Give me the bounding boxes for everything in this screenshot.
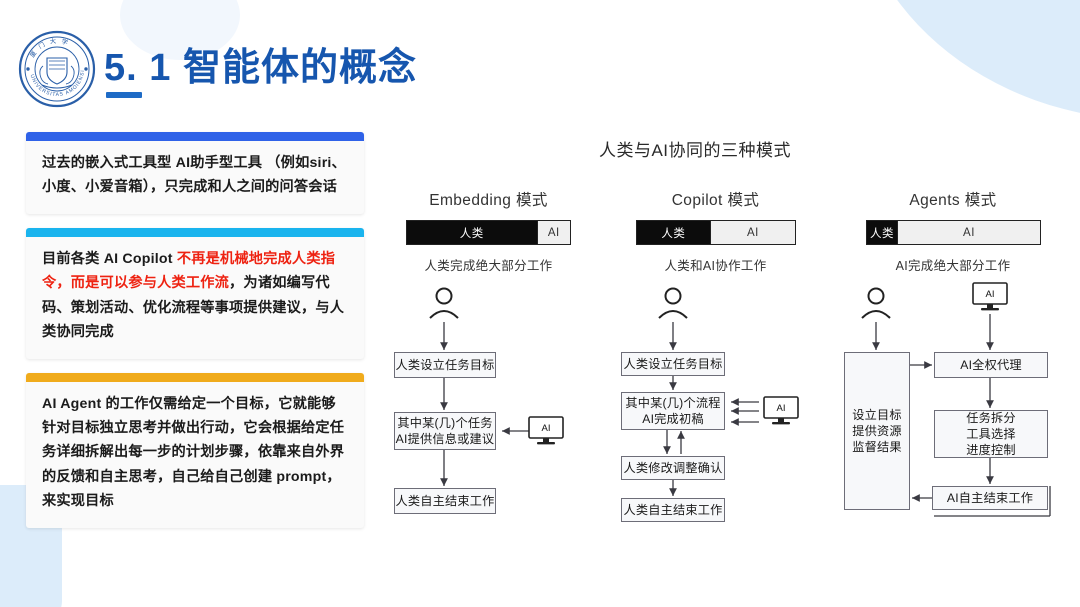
flow-box: 人类自主结束工作 — [394, 488, 496, 514]
ai-monitor-icon: AI — [972, 282, 1008, 318]
proportion-bar: 人类 AI — [865, 220, 1041, 245]
flow-box-label: 人类设立任务目标 — [623, 356, 723, 371]
body-text: 过去的嵌入式工具型 AI助手型工具 （例如siri、小度、小爱音箱），只完成和人… — [42, 155, 346, 196]
card-text: AI Agent 的工作仅需给定一个目标，它就能够针对目标独立思考并做出行动，它… — [42, 392, 348, 514]
university-seal-icon: 厦 门 大 学 UNIVERSITAS AMOIENSIS — [18, 30, 96, 108]
proportion-bar: 人类 AI — [406, 220, 571, 245]
column-subtitle: 人类和AI协作工作 — [664, 259, 767, 273]
info-card: AI Agent 的工作仅需给定一个目标，它就能够针对目标独立思考并做出行动，它… — [26, 372, 364, 528]
page-title: 5. 1 智能体的概念 — [104, 47, 417, 89]
ai-monitor-icon: AI — [763, 396, 799, 432]
flow-box-label: 其中某(几)个任务 AI提供信息或建议 — [395, 415, 495, 446]
svg-text:AI: AI — [542, 423, 551, 434]
flow-box-label: AI自主结束工作 — [946, 490, 1034, 505]
flow-connectors — [658, 287, 759, 496]
card-text: 过去的嵌入式工具型 AI助手型工具 （例如siri、小度、小爱音箱），只完成和人… — [42, 151, 348, 200]
body-text: 目前各类 AI Copilot — [42, 250, 177, 267]
title-underline — [106, 92, 142, 98]
bar-segment-ai: AI — [710, 221, 795, 244]
svg-text:AI: AI — [986, 289, 995, 300]
flow-box: 其中某(几)个流程 AI完成初稿 — [621, 392, 725, 430]
svg-text:AI: AI — [777, 403, 786, 414]
person-icon — [861, 287, 891, 319]
column-heading: Copilot 模式 — [671, 192, 760, 209]
card-accent-bar — [26, 132, 364, 141]
left-text-panel: 过去的嵌入式工具型 AI助手型工具 （例如siri、小度、小爱音箱），只完成和人… — [26, 132, 364, 542]
ai-monitor-icon: AI — [528, 416, 564, 452]
bar-segment-ai: AI — [897, 221, 1040, 244]
bar-segment-ai: AI — [536, 221, 570, 244]
flow-canvas: 人类设立任务目标其中某(几)个任务 AI提供信息或建议 AI 人类自主结束工作 — [386, 280, 591, 550]
info-card: 过去的嵌入式工具型 AI助手型工具 （例如siri、小度、小爱音箱），只完成和人… — [26, 132, 364, 214]
body-text: AI Agent 的工作仅需给定一个目标，它就能够针对目标独立思考并做出行动，它… — [42, 395, 345, 510]
card-accent-bar — [26, 227, 364, 237]
bar-segment-human: 人类 — [866, 221, 898, 244]
bar-segment-human: 人类 — [407, 221, 537, 244]
diagram-title: 人类与AI协同的三种模式 — [598, 141, 792, 160]
flow-box: 设立目标 提供资源 监督结果 — [844, 352, 910, 510]
diagram-column-embedding: Embedding 模式 人类 AI 人类完成绝大部分工作 人类设立任务目标其中… — [386, 188, 591, 550]
flow-box: 人类修改调整确认 — [621, 456, 725, 480]
flow-box: 任务拆分 工具选择 进度控制 — [934, 410, 1048, 458]
highlighted-text: 不再是机械地完成人类指令，而是可以参与人类工作流 — [42, 250, 336, 292]
flow-box: AI全权代理 — [934, 352, 1048, 378]
flow-box-label: 其中某(几)个流程 AI完成初稿 — [625, 395, 721, 426]
card-accent-bar — [26, 372, 364, 382]
column-heading: Embedding 模式 — [429, 192, 548, 209]
column-subtitle: AI完成绝大部分工作 — [895, 259, 1011, 273]
flow-box: 人类设立任务目标 — [394, 352, 496, 378]
flow-box-label: 人类自主结束工作 — [623, 502, 723, 517]
diagram-column-copilot: Copilot 模式 人类 AI 人类和AI协作工作 人类设立任务目标其中某(几… — [613, 188, 818, 550]
proportion-bar: 人类 AI — [635, 220, 796, 245]
body-text: ，为诸如编写代码、策划活动、优化流程等事项提供建议，与人类协同完成 — [42, 275, 345, 341]
column-subtitle: 人类完成绝大部分工作 — [424, 259, 553, 273]
person-icon — [429, 287, 459, 319]
flow-box: 人类自主结束工作 — [621, 498, 725, 522]
flow-box-label: 任务拆分 工具选择 进度控制 — [966, 410, 1016, 458]
diagram-column-agents: Agents 模式 人类 AI AI完成绝大部分工作 AI 设立目标 提供资源 监… — [838, 188, 1068, 550]
flow-box-label: 人类修改调整确认 — [623, 460, 723, 475]
flow-canvas: AI 设立目标 提供资源 监督结果 AI全权代理任务拆分 工具选择 进度控制 AI自主… — [838, 280, 1068, 550]
diagram-panel: 人类与AI协同的三种模式 Embedding 模式 人类 AI 人类完成绝大部分… — [370, 128, 1080, 598]
flow-box: 其中某(几)个任务 AI提供信息或建议 — [394, 412, 496, 450]
flow-box-label: 人类设立任务目标 — [395, 357, 495, 372]
flow-box-label: AI全权代理 — [960, 357, 1022, 372]
flow-box: AI自主结束工作 — [932, 486, 1048, 510]
flow-box-label: 人类自主结束工作 — [395, 493, 495, 508]
bar-segment-human: 人类 — [636, 221, 711, 244]
person-icon — [658, 287, 688, 319]
column-heading: Agents 模式 — [909, 192, 997, 209]
flow-box-label: 设立目标 提供资源 监督结果 — [852, 407, 902, 455]
flow-connectors — [861, 287, 1051, 517]
slide-header: 厦 门 大 学 UNIVERSITAS AMOIENSIS 5. 1 智能体的概… — [0, 0, 1080, 120]
flow-canvas: 人类设立任务目标其中某(几)个流程 AI完成初稿 AI 人类修改调整确认人类自主结束… — [613, 280, 818, 550]
flow-box: 人类设立任务目标 — [621, 352, 725, 376]
info-card: 目前各类 AI Copilot 不再是机械地完成人类指令，而是可以参与人类工作流… — [26, 227, 364, 359]
card-text: 目前各类 AI Copilot 不再是机械地完成人类指令，而是可以参与人类工作流… — [42, 247, 348, 345]
